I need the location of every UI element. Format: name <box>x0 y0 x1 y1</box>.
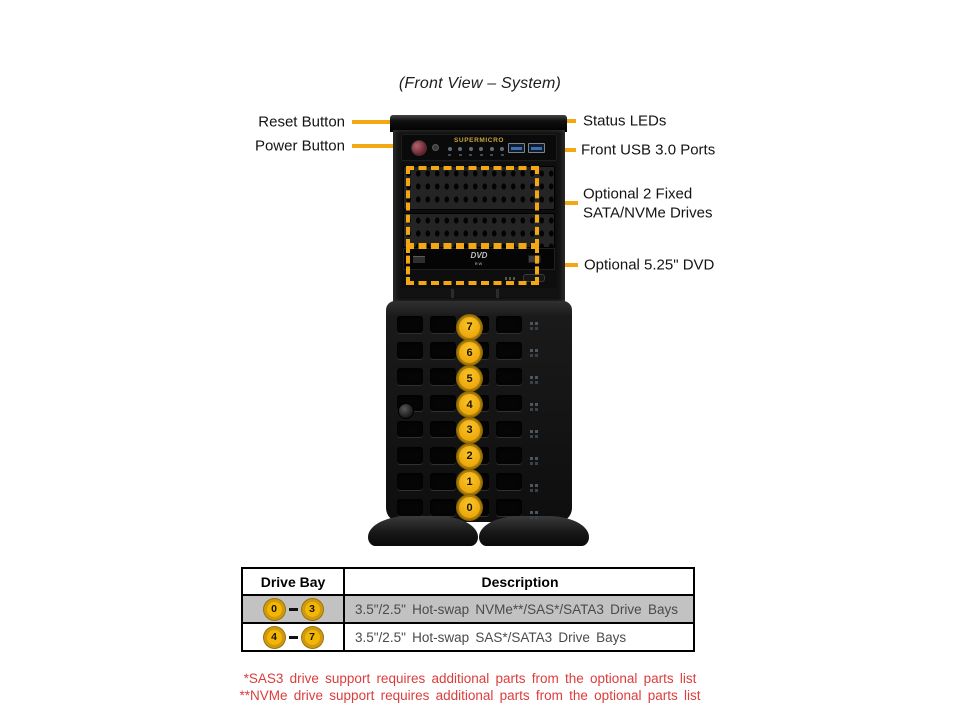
bay-badge: 3 <box>301 598 323 620</box>
status-led-icons <box>448 147 504 151</box>
range-dash <box>288 607 298 611</box>
range-dash <box>288 635 298 639</box>
column-header-drive-bay: Drive Bay <box>243 569 345 594</box>
dvd-left-button <box>413 256 425 263</box>
column-header-description: Description <box>481 573 559 590</box>
power-button-icon <box>411 140 427 156</box>
drive-activity-led-icons <box>530 322 540 514</box>
bay-number-callouts: 7 6 5 4 3 2 1 0 <box>457 314 483 521</box>
bay-number-4: 4 <box>457 392 482 418</box>
front-control-panel: SUPERMICRO <box>401 134 557 161</box>
bay-range-cell: 4 7 <box>243 624 345 650</box>
tower-left-foot <box>368 516 478 546</box>
bay-number-7: 7 <box>457 314 482 340</box>
description-cell: 3.5"/2.5" Hot-swap NVMe**/SAS*/SATA3 Dri… <box>355 601 678 617</box>
label-power-button: Power Button <box>254 137 345 155</box>
fixed-drive-vent-panel <box>403 213 555 248</box>
footnotes: *SAS3 drive support requires additional … <box>180 671 760 704</box>
status-led-glyphs <box>448 154 504 156</box>
bay-number-5: 5 <box>457 366 482 392</box>
table-row: 0 3 3.5"/2.5" Hot-swap NVMe**/SAS*/SATA3… <box>243 596 693 624</box>
reset-button-icon <box>432 144 439 151</box>
tower-right-foot <box>479 516 589 546</box>
label-fixed-drives-line1: Optional 2 Fixed <box>583 185 693 203</box>
power-leader-line <box>352 144 413 148</box>
tower-top-cap <box>390 115 567 132</box>
footnote-sas3: *SAS3 drive support requires additional … <box>243 671 697 686</box>
figure-title: (Front View – System) <box>398 75 562 92</box>
bay-number-6: 6 <box>457 340 482 366</box>
bay-range-cell: 0 3 <box>243 596 345 622</box>
usb-port-icon <box>508 143 525 153</box>
label-status-leds: Status LEDs <box>583 112 667 130</box>
label-front-usb: Front USB 3.0 Ports <box>581 141 716 159</box>
description-cell: 3.5"/2.5" Hot-swap SAS*/SATA3 Drive Bays <box>355 629 627 645</box>
bay-badge: 4 <box>263 626 285 648</box>
chassis-seam-tick <box>451 289 454 298</box>
bay-badge: 7 <box>301 626 323 648</box>
bay-number-1: 1 <box>457 469 482 495</box>
label-fixed-drives-line2: SATA/NVMe Drives <box>583 204 713 222</box>
bay-number-3: 3 <box>457 417 482 443</box>
brand-logo: SUPERMICRO <box>453 137 505 144</box>
bay-number-0: 0 <box>457 495 482 521</box>
usb-port-icon <box>528 143 545 153</box>
dvd-eject-button <box>528 255 541 263</box>
lock-icon <box>398 403 414 419</box>
fixed-drives-highlight-box <box>406 166 539 247</box>
table-header-row: Drive Bay Description <box>243 569 693 596</box>
drive-bay-table: Drive Bay Description 0 3 3.5"/2.5" Hot-… <box>241 567 695 652</box>
label-reset-button: Reset Button <box>258 113 345 131</box>
activity-marks <box>505 277 515 280</box>
footnote-nvme: **NVMe drive support requires additional… <box>239 687 701 703</box>
bay-number-2: 2 <box>457 443 482 469</box>
dvd-highlight-box <box>406 245 539 285</box>
table-row: 4 7 3.5"/2.5" Hot-swap SAS*/SATA3 Drive … <box>243 624 693 650</box>
label-optional-dvd: Optional 5.25" DVD <box>584 256 715 274</box>
fixed-drive-vent-panel <box>403 166 555 210</box>
bay-badge: 0 <box>263 598 285 620</box>
chassis-seam-tick <box>496 289 499 298</box>
